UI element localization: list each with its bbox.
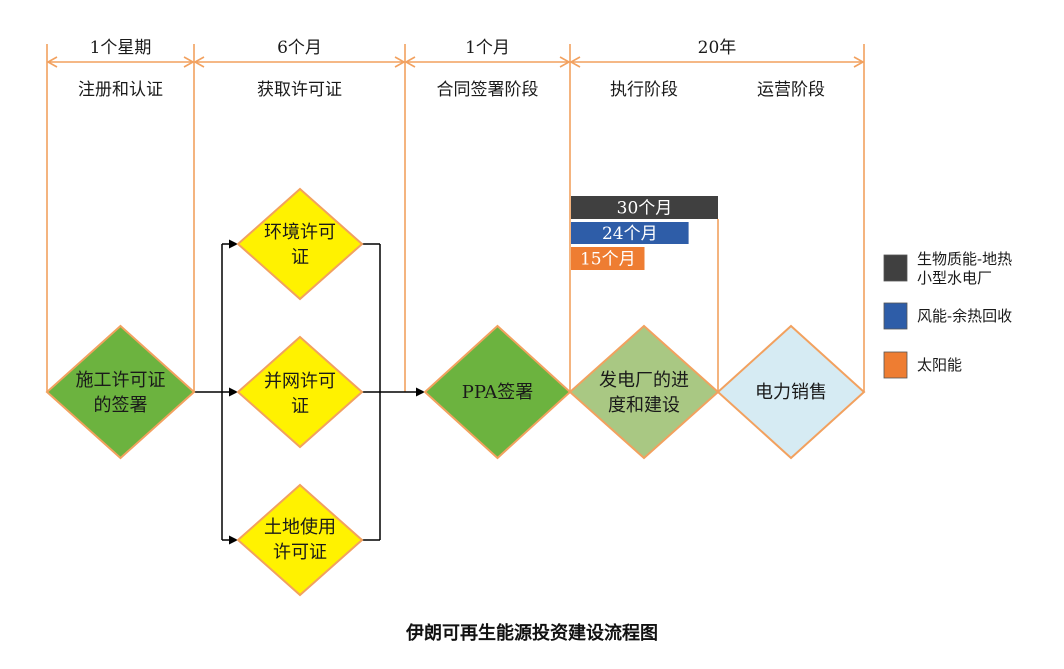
arrowhead-right bbox=[853, 56, 865, 68]
phase-label-execution: 执行阶段 bbox=[610, 80, 678, 100]
duration-bar-solar-label: 15个月 bbox=[580, 250, 636, 270]
timeline bbox=[46, 44, 865, 392]
duration-bar-wind-fill bbox=[571, 222, 689, 244]
legend-swatch-biomass bbox=[883, 254, 908, 282]
node-construction-permit-label-line-2: 的签署 bbox=[94, 395, 148, 416]
duration-label-operation: 20年 bbox=[698, 38, 737, 58]
duration-label-permits: 6个月 bbox=[277, 38, 322, 58]
duration-arrow-contract bbox=[404, 56, 571, 68]
figure-caption: 伊朗可再生能源投资建设流程图 bbox=[405, 622, 658, 644]
node-environment-permit bbox=[236, 187, 364, 301]
node-power-sales bbox=[716, 324, 866, 460]
legend-swatch-solar bbox=[883, 351, 908, 379]
flow-nodes bbox=[45, 187, 866, 597]
node-environment-permit-label-line-1: 环境许可 bbox=[264, 222, 336, 243]
duration-bars: 30个月 24个月 15个月 bbox=[571, 196, 718, 270]
legend: 生物质能-地热 小型水电厂 风能-余热回收 太阳能 bbox=[883, 250, 1012, 379]
legend-label-solar: 太阳能 bbox=[917, 356, 962, 374]
duration-arrow-permits bbox=[193, 56, 406, 68]
node-plant-construction-label-line-2: 度和建设 bbox=[608, 395, 680, 416]
node-land-permit-label-line-2: 许可证 bbox=[273, 542, 327, 563]
duration-label-registration: 1个星期 bbox=[90, 38, 152, 58]
node-construction-permit-label-line-1: 施工许可证 bbox=[76, 370, 166, 391]
arrowhead-ppa-signing bbox=[416, 387, 425, 397]
legend-label-wind: 风能-余热回收 bbox=[917, 307, 1012, 325]
arrowhead-left bbox=[569, 56, 581, 68]
arrowhead-right bbox=[559, 56, 571, 68]
arrowhead-environment-permit bbox=[229, 239, 238, 249]
node-plant-construction bbox=[568, 324, 720, 460]
arrowhead-left bbox=[193, 56, 205, 68]
duration-bar-biomass-fill bbox=[571, 196, 718, 219]
connector-arrowheads bbox=[229, 239, 425, 545]
connectors bbox=[194, 243, 418, 541]
arrowhead-left bbox=[404, 56, 416, 68]
legend-label-biomass-line-1: 生物质能-地热 bbox=[917, 250, 1012, 268]
arrowhead-grid-permit bbox=[229, 387, 238, 397]
duration-bar-biomass: 30个月 bbox=[571, 196, 718, 219]
node-construction-permit bbox=[45, 324, 196, 460]
duration-bar-biomass-label: 30个月 bbox=[617, 199, 673, 219]
node-power-sales-label: 电力销售 bbox=[755, 382, 827, 403]
node-plant-construction-label-line-1: 发电厂的进 bbox=[599, 370, 689, 391]
node-ppa-signing bbox=[423, 324, 572, 460]
legend-swatch-wind bbox=[883, 302, 908, 330]
phase-label-operation: 运营阶段 bbox=[757, 80, 825, 100]
arrowhead-right bbox=[394, 56, 406, 68]
node-land-permit bbox=[236, 483, 364, 597]
duration-arrow-registration bbox=[46, 56, 195, 68]
legend-label-biomass-line-2: 小型水电厂 bbox=[917, 269, 992, 287]
node-land-permit-label-line-1: 土地使用 bbox=[264, 517, 336, 538]
duration-bar-wind-label: 24个月 bbox=[602, 224, 658, 244]
duration-bar-solar-fill bbox=[571, 247, 645, 270]
arrowhead-left bbox=[46, 56, 58, 68]
duration-label-contract: 1个月 bbox=[465, 38, 510, 58]
duration-bar-solar: 15个月 bbox=[571, 247, 645, 270]
duration-bar-wind: 24个月 bbox=[571, 222, 689, 244]
node-grid-permit bbox=[236, 335, 364, 449]
node-environment-permit-label-line-2: 证 bbox=[291, 247, 309, 268]
arrowhead-land-permit bbox=[229, 535, 238, 545]
node-grid-permit-label-line-2: 证 bbox=[291, 396, 309, 417]
phase-label-registration: 注册和认证 bbox=[78, 80, 163, 100]
phase-label-permits: 获取许可证 bbox=[257, 80, 342, 100]
arrowhead-right bbox=[183, 56, 195, 68]
node-ppa-signing-label: PPA签署 bbox=[462, 382, 534, 403]
phase-label-contract: 合同签署阶段 bbox=[437, 80, 539, 100]
duration-arrow-operation bbox=[569, 56, 865, 68]
node-grid-permit-label-line-1: 并网许可 bbox=[264, 371, 336, 392]
